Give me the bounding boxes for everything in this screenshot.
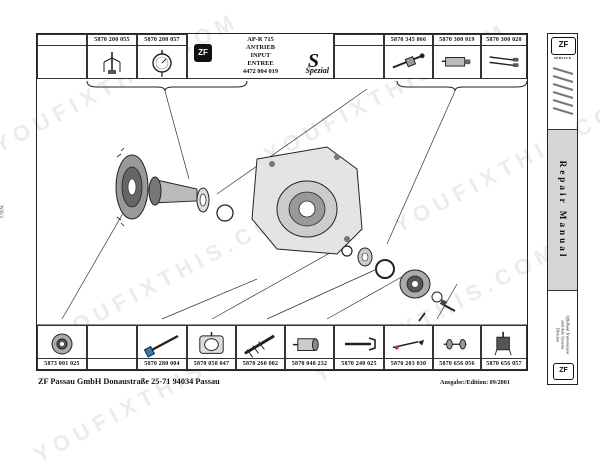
repair-manual-title: Repair Manual: [557, 160, 568, 260]
snap-ring-icon: [216, 204, 234, 222]
dial-gauge-icon: [152, 50, 172, 77]
tool-code: 5870 300 019: [439, 37, 475, 43]
tool-cell: 5870 280 004: [137, 325, 187, 370]
wrench-tool-icon: [345, 337, 376, 351]
title-line: INPUT: [250, 52, 271, 59]
division-line: and Axle Systems: [560, 320, 565, 350]
gripper-tool-icon: [494, 331, 512, 356]
tool-cell: 5870 260 002: [236, 325, 285, 370]
driver-tool-icon: [143, 334, 179, 358]
tool-code: 5870 300 020: [486, 37, 522, 43]
tool-cell: 5870 200 057: [137, 34, 187, 79]
tool-code: 5870 280 004: [144, 361, 180, 367]
tool-code: 5870 240 025: [341, 361, 377, 367]
tool-cell: 5870 300 020: [481, 34, 527, 79]
sleeve-tool-icon: [441, 57, 471, 67]
bolt-set-icon: [489, 56, 519, 67]
fixture-tool-icon: [199, 331, 224, 354]
service-label: SERVICE: [553, 56, 572, 60]
title-line: AP-R 715: [247, 36, 274, 43]
flange-tool-icon: [51, 333, 73, 355]
bearing-icon: [357, 247, 373, 267]
zf-logo: ZF: [553, 363, 574, 380]
seal-ring-icon: [375, 259, 395, 279]
hook-tool-icon: [392, 339, 425, 350]
tool-cell: 5870 058 047: [187, 325, 236, 370]
tool-code: 5870 058 047: [193, 361, 230, 367]
tool-cell: 5870 203 030: [384, 325, 433, 370]
tool-cell: 5870 300 019: [433, 34, 481, 79]
tool-code: 5870 260 002: [242, 361, 279, 367]
division-line: Division: [555, 327, 560, 343]
shim-ring-icon: [341, 245, 353, 257]
exploded-assembly-drawing: [37, 80, 527, 325]
title-line: 4472 004 019: [242, 68, 279, 75]
division-line: Off-Road Transmission: [565, 315, 570, 355]
tool-cell: 5870 200 055: [87, 34, 137, 79]
bevel-gear-icon: [115, 147, 149, 227]
spezial-badge: S Spezial: [305, 50, 329, 75]
puller-tool-icon: [103, 52, 121, 74]
press-tool-icon: [392, 53, 425, 69]
tool-code: 5870 200 055: [94, 37, 130, 43]
tool-cell: [37, 34, 87, 79]
insert-tool-icon: [443, 339, 467, 350]
tool-cell: [87, 325, 137, 370]
title-band: Repair Manual: [548, 129, 577, 291]
washer-icon: [431, 291, 443, 303]
footer-company: ZF Passau GmbH Donaustraße 25-71 94034 P…: [38, 377, 220, 386]
tool-code: 5870 048 232: [291, 361, 328, 367]
tool-cell: 5870 345 066: [384, 34, 433, 79]
title-line: ANTRIEB: [245, 44, 276, 51]
zf-logo: ZF: [551, 37, 576, 55]
title-block: AP-R 715 ANTRIEB INPUT ENTREE 4472 004 0…: [187, 34, 334, 79]
tool-cell: 5870 656 056: [433, 325, 481, 370]
tool-code: 5870 200 057: [144, 37, 180, 43]
drawing-frame: 5870 200 055 5870 200 057 AP-R 715 ANTRI…: [36, 33, 528, 371]
footer-edition: Ausgabe:/Edition: 09/2001: [440, 379, 510, 386]
repair-manual-sidebar: ZF SERVICE Repair Manual Off-Road Transm…: [547, 33, 578, 385]
tool-code: 5870 203 030: [390, 361, 427, 367]
tool-code: 5870 656 056: [439, 361, 475, 367]
tool-code: 5870 345 066: [390, 37, 427, 43]
zf-logo: ZF: [194, 44, 212, 62]
division-text: Off-Road Transmission and Axle Systems D…: [555, 316, 570, 355]
spindle-tool-icon: [244, 334, 275, 358]
bolt-icon: [439, 299, 456, 312]
axle-housing-icon: [251, 146, 363, 255]
output-flange-icon: [399, 269, 431, 299]
tool-code: 5870 656 057: [486, 361, 522, 367]
tool-cell: 5870 656 057: [481, 325, 527, 370]
stripes-decoration: [552, 66, 574, 116]
page-side-id: WB/2: [0, 205, 4, 219]
title-line: ENTREE: [247, 60, 274, 67]
bearing-icon: [196, 187, 210, 213]
tool-cell: [334, 34, 384, 79]
pinion-shaft-icon: [148, 176, 198, 206]
tool-cell: 5873 001 025: [37, 325, 87, 370]
pressing-sleeve-icon: [292, 338, 319, 351]
tool-cell: 5870 240 025: [334, 325, 384, 370]
tool-cell: 5870 048 232: [285, 325, 334, 370]
tool-code: 5873 001 025: [44, 361, 80, 367]
